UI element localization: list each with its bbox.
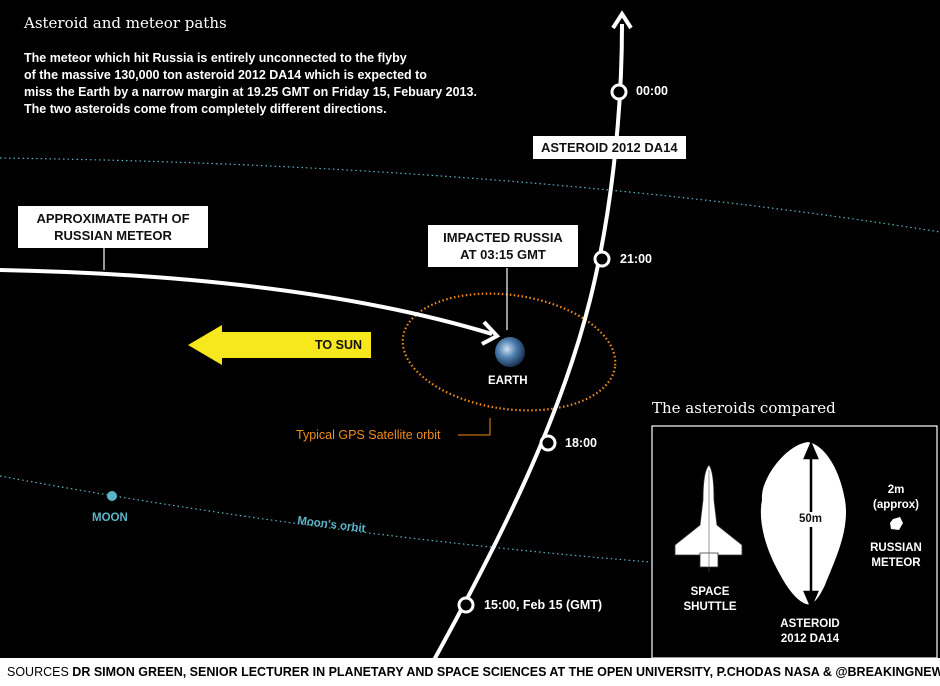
asteroid-path <box>432 23 624 661</box>
time-label: 21:00 <box>620 252 652 266</box>
marker-2100 <box>593 250 611 268</box>
intro-line: The meteor which hit Russia is entirely … <box>24 51 407 65</box>
impact-label: IMPACTED RUSSIA AT 03:15 GMT <box>428 225 578 267</box>
sources-prefix: SOURCES <box>7 665 73 679</box>
intro-line: The two asteroids come from completely d… <box>24 102 387 116</box>
gps-leader-line <box>458 418 491 436</box>
moon-dot <box>107 491 117 501</box>
asteroid-size-label: 50m <box>797 512 825 527</box>
shuttle-label: SPACE SHUTTLE <box>680 585 740 615</box>
label-line: (approx) <box>873 499 919 511</box>
label-line: RUSSIAN METEOR <box>54 228 172 243</box>
to-sun-label: TO SUN <box>315 338 362 352</box>
page-title: Asteroid and meteor paths <box>24 14 227 32</box>
space-shuttle-icon <box>674 464 743 572</box>
gps-orbit-ellipse <box>401 292 617 412</box>
moon-orbit-line <box>0 475 651 563</box>
outer-dotted-orbit <box>0 157 940 233</box>
sources-text: DR SIMON GREEN, SENIOR LECTURER IN PLANE… <box>72 665 940 679</box>
sources-footer: SOURCES DR SIMON GREEN, SENIOR LECTURER … <box>0 658 940 686</box>
intro-line: of the massive 130,000 ton asteroid 2012… <box>24 68 427 82</box>
russian-meteor-label: RUSSIAN METEOR <box>862 541 930 571</box>
label-line: METEOR <box>871 557 921 569</box>
earth-label: EARTH <box>488 375 528 387</box>
meteor-path <box>0 268 493 336</box>
time-label: 00:00 <box>636 84 668 98</box>
time-markers <box>457 83 628 614</box>
label-line: 2012 DA14 <box>780 633 840 645</box>
label-line: APPROXIMATE PATH OF <box>36 211 190 226</box>
label-line: SPACE <box>690 586 730 598</box>
gps-orbit-label: Typical GPS Satellite orbit <box>296 428 441 442</box>
time-label: 18:00 <box>565 436 597 450</box>
marker-1800 <box>539 434 557 452</box>
marker-1500 <box>457 596 475 614</box>
label-line: AT 03:15 GMT <box>460 247 546 262</box>
asteroid-compare-label: ASTEROID 2012 DA14 <box>772 617 848 647</box>
meteor-path-label: APPROXIMATE PATH OF RUSSIAN METEOR <box>18 206 208 248</box>
meteor-size-label: 2m (approx) <box>866 483 926 513</box>
label-line: IMPACTED RUSSIA <box>443 230 563 245</box>
time-label: 15:00, Feb 15 (GMT) <box>484 598 603 612</box>
intro-text: The meteor which hit Russia is entirely … <box>24 50 484 118</box>
compare-title: The asteroids compared <box>652 399 836 417</box>
moon-label: MOON <box>92 512 128 524</box>
label-line: RUSSIAN <box>870 542 922 554</box>
marker-0000 <box>610 83 628 101</box>
asteroid-label: ASTEROID 2012 DA14 <box>533 136 686 159</box>
label-line: 2m <box>887 484 905 496</box>
label-line: SHUTTLE <box>683 601 737 613</box>
meteor-arrowhead <box>481 320 501 346</box>
intro-line: miss the Earth by a narrow margin at 19.… <box>24 85 477 99</box>
label-line: ASTEROID <box>780 618 840 630</box>
asteroid-arrowhead <box>611 10 633 30</box>
earth-globe <box>495 337 525 367</box>
russian-meteor-shape <box>890 517 903 530</box>
to-sun-arrow <box>188 325 371 365</box>
